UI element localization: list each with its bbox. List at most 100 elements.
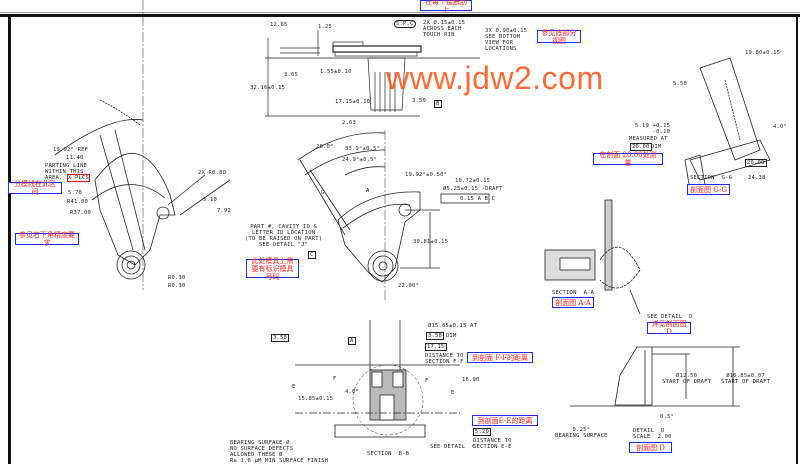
dim-15-85-at: Ø15.85±0.15 AT: [428, 323, 478, 329]
section-bb-title: SECTION B-B: [367, 451, 410, 457]
watermark: www.jdw2.com: [386, 60, 604, 96]
spc-badge: S.P.C: [394, 20, 416, 28]
dim-5-19: 5.19 +0.15 -0.10: [635, 123, 671, 135]
dim-3-50-dim: 3.50: [426, 332, 445, 340]
dim-33-9-deg: 33.9°±0.5°: [345, 146, 381, 152]
see-detail-d: SEE DETAIL D: [647, 314, 693, 320]
note-see-section-d: 详见剖面图 D: [647, 320, 691, 336]
section-a-marker: A: [366, 188, 370, 194]
mid-view-part: [297, 130, 490, 300]
note-parting-line: 分模线在此区间: [8, 180, 62, 196]
note-see-bottom-view: 参见底部分视图: [537, 29, 581, 45]
dim-5-20: 5.20: [473, 428, 492, 436]
dim-0-5-deg: 0.5°: [660, 414, 675, 420]
bearing-surface-note: BEARING SURFACE Ø NO SURFACE DEFECTS ALL…: [230, 440, 329, 464]
tol-datum-b: B: [484, 196, 489, 202]
sheet-border-right: [796, 17, 798, 464]
plcs-flag: X PLCS: [67, 174, 91, 182]
dim-4-deg-bb: 4.0°: [345, 389, 360, 395]
dim-r37: R37.00: [70, 210, 92, 216]
dim-22-deg: 22.00°: [398, 283, 420, 289]
dim-1-25: 1.25: [318, 24, 333, 30]
sheet-border-left: [8, 17, 11, 464]
bearing-surface-angle: 0.25° BEARING SURFACE: [555, 427, 608, 439]
note-section-aa: 剖面图 A-A: [552, 297, 594, 308]
section-aa-part: [544, 199, 641, 315]
dim-label: DIM: [651, 144, 662, 150]
section-e-right: E: [451, 390, 455, 396]
section-f-left: F: [333, 376, 337, 382]
dim-5-70: 5.70: [68, 190, 83, 196]
note-see-precision: 参见右下角精度要求: [15, 231, 79, 247]
dim-24-38: 24.38: [748, 175, 766, 181]
dim-touch-rib: 2X 0.15±0.15 ACROSS EACH TOUCH RIB: [423, 20, 466, 38]
dim-r0-80: 2X R0.80: [198, 170, 227, 176]
dim-30-81: 30.81±0.15: [413, 239, 449, 245]
dim-32-16: 32.16±0.15: [250, 85, 286, 91]
dim-r0-30-b: R0.30: [168, 283, 186, 289]
measured-at-value: 20.00: [630, 143, 652, 151]
note-top: 在每个接触肋上: [420, 0, 472, 14]
tol-datum-a: A: [477, 196, 482, 202]
dim-12-50: Ø12.50 START OF DRAFT: [662, 373, 712, 385]
dim-28-deg: 28.0°: [316, 144, 334, 150]
dim-20-00: 20.00: [745, 159, 767, 167]
detail-d-part: [570, 346, 740, 407]
note-distance-ff: 到剖面 F-F的距离: [467, 352, 533, 363]
tol-value: 0.15: [460, 196, 475, 202]
dim-2-63: 2.63: [342, 120, 357, 126]
dim-3-50: 3.50: [412, 98, 427, 104]
dim-17-15: 17.15±0.10: [335, 99, 371, 105]
section-aa-title: SECTION A-A: [552, 290, 595, 296]
dim-draft-hole: Ø5.25±0.15 -DRAFT: [443, 186, 503, 192]
dim-17-15: 17.15: [425, 343, 447, 351]
dim-ref-angle: 19.92° REF: [53, 147, 89, 153]
distance-ff-note: DISTANCE TO SECTION F-F: [425, 353, 464, 365]
dim-5-10: 5.10: [203, 197, 218, 203]
measured-at-label: MEASURED AT: [629, 136, 668, 142]
dim-r0-30-a: R0.30: [168, 275, 186, 281]
detail-d-title: DETAIL D SCALE 2.00: [633, 428, 672, 440]
dim-3-65: 3.65: [284, 72, 299, 78]
dim-3-50-box: 3.50: [271, 334, 290, 342]
dim-5-50: 5.50: [673, 81, 688, 87]
dim-r41: R41.00: [67, 199, 89, 205]
sheet-border-top: [0, 14, 800, 17]
dim-16-90: 16.90: [462, 377, 480, 383]
left-view-part: [54, 0, 231, 290]
dim-19-80: 19.80±0.15: [745, 50, 781, 56]
section-f-right: F: [425, 378, 429, 384]
dim-dim-label: DIM: [446, 333, 457, 339]
section-e-left: E: [292, 384, 296, 390]
note-section-d: 剖面图 D: [629, 442, 672, 453]
tolerance-frame: 0.15 A B C: [460, 196, 495, 202]
datum-a: A: [348, 337, 356, 345]
section-gg-title: SECTION G-G: [690, 175, 733, 181]
part-id-note: PART #, CAVITY ID & LETTER ID LOCATION (…: [245, 224, 323, 248]
section-g-marker: G: [321, 190, 325, 196]
dim-7-92: 7.92: [217, 208, 232, 214]
note-section-gg: 剖面图 G-G: [687, 184, 730, 195]
dim-12-65: 12.65: [270, 22, 288, 28]
note-distance-ee: 到剖面E-E的距离: [472, 415, 538, 426]
see-detail-c: SEE DETAIL C: [430, 444, 476, 450]
dim-4-deg: 4.0°: [773, 124, 788, 130]
top-view-part: [265, 30, 480, 117]
tol-datum-c: C: [491, 196, 496, 202]
dim-1-55: 1.55±0.10: [320, 69, 352, 75]
title-bar-line: [0, 12, 800, 13]
dim-15-85: 15.85±0.15: [298, 396, 334, 402]
dim-10-72: 10.72±0.15: [455, 178, 491, 184]
distance-ee-note: DISTANCE TO SECTION E-E: [473, 438, 512, 450]
dim-19-92-deg: 19.92°±0.50°: [405, 172, 448, 178]
note-measure-at-20: 在剖面 20.00处测量: [593, 151, 663, 167]
note-mold-id: 此处模具上需要有标识模具号码: [246, 257, 299, 281]
datum-b: B: [434, 100, 442, 108]
dim-16-85: Ø16.85±0.07 START OF DRAFT: [721, 373, 771, 385]
parting-line-note: PARTING LINE WITHIN THIS AREA,: [45, 163, 88, 181]
datum-c: C: [308, 251, 316, 259]
dim-24-9-deg: 24.9°±0.5°: [342, 157, 378, 163]
section-gg-part: [684, 57, 771, 191]
dim-bottom-view: 3X 0.90±0.15 SEE BOTTOM VIEW FOR LOCATIO…: [485, 28, 528, 52]
